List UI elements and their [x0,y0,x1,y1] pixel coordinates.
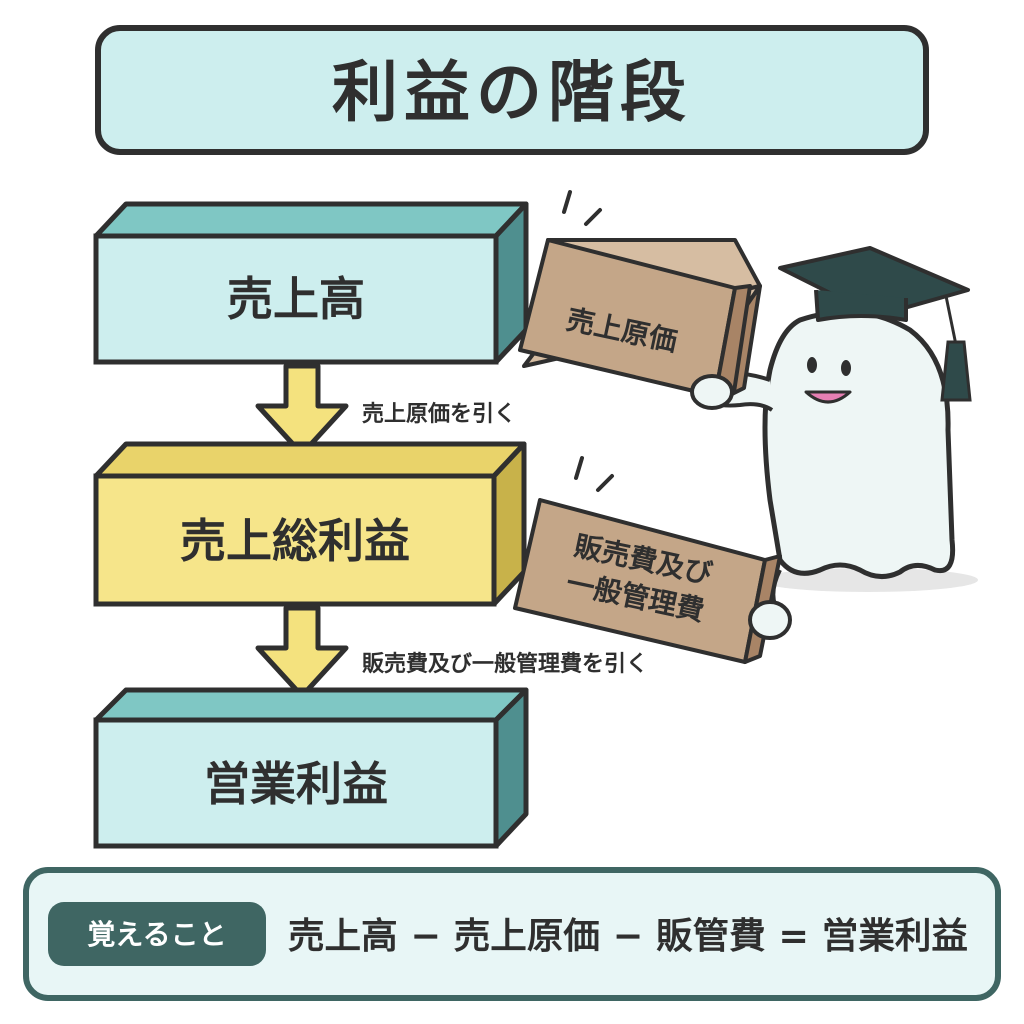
memo-panel: 覚えること 売上高 − 売上原価 − 販管費 = 営業利益 [23,867,1001,1001]
block-gross-profit: 売上総利益 [93,441,527,607]
arrow-down-1: 売上原価を引く [255,363,516,457]
block-label-gross-profit: 売上総利益 [180,514,410,568]
block-sales: 売上高 [93,201,529,365]
arrow-label-subtract-cogs: 売上原価を引く [362,401,516,427]
motion-tick [584,208,602,226]
motion-tick [574,456,584,480]
memo-badge [48,902,266,966]
title-banner: 利益の階段 [95,25,929,155]
memo-badge-label: 覚えること [87,918,226,951]
memo-formula: 売上高 − 売上原価 − 販管費 = 営業利益 [288,916,968,957]
block-label-operating-profit: 営業利益 [204,757,388,811]
motion-tick [562,190,572,214]
arrow-down-2: 販売費及び一般管理費を引く [255,605,648,699]
motion-tick [596,474,614,492]
arrow-label-subtract-sga: 販売費及び一般管理費を引く [362,651,648,677]
page-title: 利益の階段 [332,54,692,131]
box-sga-expenses: 販売費及び 一般管理費 [513,456,782,664]
block-label-sales: 売上高 [227,272,365,326]
ghost-hands [690,374,792,640]
box-cost-of-sales: 売上原価 [518,190,762,402]
block-operating-profit: 営業利益 [93,687,529,849]
